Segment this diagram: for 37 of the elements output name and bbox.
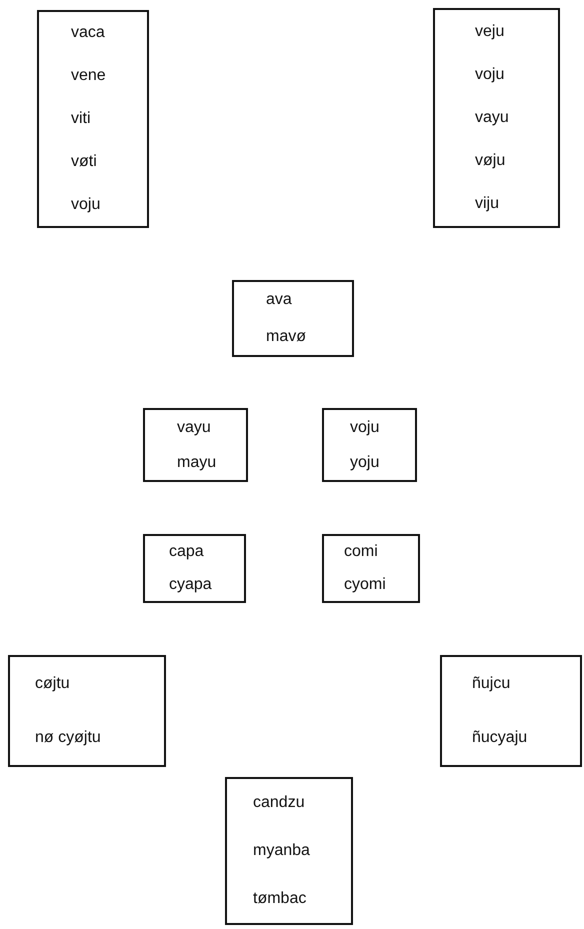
word: ñujcu <box>472 674 510 694</box>
word-box <box>143 408 248 482</box>
word: cyomi <box>344 574 386 595</box>
word: ñucyaju <box>472 728 528 748</box>
word: voju <box>71 194 100 215</box>
word-box <box>8 655 166 767</box>
word-box <box>37 10 149 228</box>
word: vayu <box>475 108 509 128</box>
word: nø cyøjtu <box>35 728 101 748</box>
word: capa <box>169 542 204 562</box>
word: veju <box>475 22 504 42</box>
word: voju <box>350 418 380 438</box>
word-box <box>143 534 246 603</box>
word-box <box>322 408 417 482</box>
word: mayu <box>177 452 216 472</box>
word: vøju <box>475 151 506 172</box>
word: ava <box>266 290 292 310</box>
word: comi <box>344 542 378 562</box>
word: candzu <box>253 793 305 813</box>
word: cøjtu <box>35 674 70 694</box>
word-box <box>232 280 354 357</box>
word-box <box>433 8 560 228</box>
word: viju <box>475 194 500 214</box>
word: cyapa <box>169 574 212 595</box>
word: vene <box>71 66 106 86</box>
word: voju <box>475 64 504 85</box>
word: tømbac <box>253 889 306 909</box>
word-box <box>322 534 420 603</box>
word: mavø <box>266 326 306 347</box>
word: yoju <box>350 452 380 472</box>
word-box <box>225 777 353 925</box>
word: vøti <box>71 152 97 172</box>
word: viti <box>71 108 91 129</box>
word: myanba <box>253 841 310 861</box>
word: vaca <box>71 23 105 44</box>
word-box <box>440 655 582 767</box>
word: vayu <box>177 418 211 438</box>
